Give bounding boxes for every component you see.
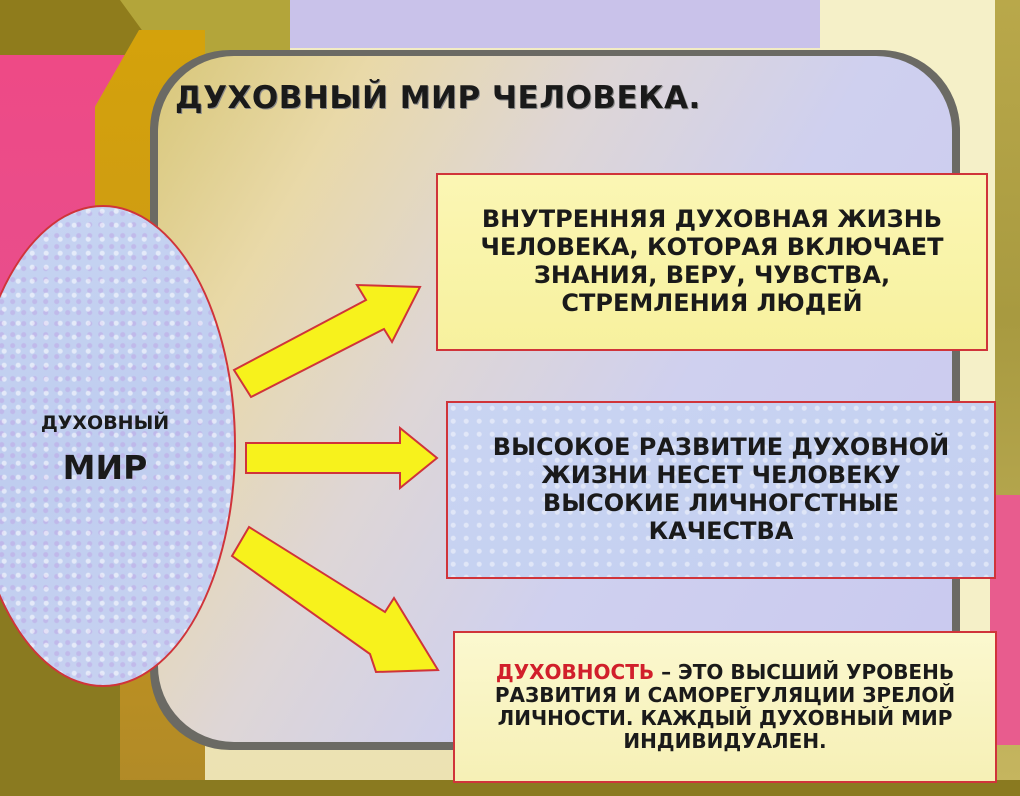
definition-text-high-development: ВЫСОКОЕ РАЗВИТИЕ ДУХОВНОЙ ЖИЗНИ НЕСЕТ ЧЕ…: [492, 433, 950, 545]
term-highlight: ДУХОВНОСТЬ: [495, 659, 655, 684]
background-lavender-band: [270, 0, 830, 48]
central-ellipse: [0, 205, 236, 687]
definition-text-inner-life: ВНУТРЕННЯЯ ДУХОВНАЯ ЖИЗНЬ ЧЕЛОВЕКА, КОТО…: [480, 205, 944, 317]
ellipse-label-line2: МИР: [62, 448, 148, 487]
definition-box-high-development: ВЫСОКОЕ РАЗВИТИЕ ДУХОВНОЙ ЖИЗНИ НЕСЕТ ЧЕ…: [446, 401, 996, 579]
definition-text-spirituality: ДУХОВНОСТЬ – ЭТО ВЫСШИЙ УРОВЕНЬ РАЗВИТИЯ…: [494, 659, 956, 754]
definition-box-inner-life: ВНУТРЕННЯЯ ДУХОВНАЯ ЖИЗНЬ ЧЕЛОВЕКА, КОТО…: [436, 173, 988, 351]
term-definition: – ЭТО ВЫСШИЙ УРОВЕНЬ РАЗВИТИЯ И САМОРЕГУ…: [494, 659, 956, 754]
definition-box-spirituality: ДУХОВНОСТЬ – ЭТО ВЫСШИЙ УРОВЕНЬ РАЗВИТИЯ…: [453, 631, 997, 783]
ellipse-label-line1: ДУХОВНЫЙ: [40, 412, 170, 434]
background-bottom-band: [0, 780, 1020, 796]
slide-title: ДУХОВНЫЙ МИР ЧЕЛОВЕКА.: [175, 80, 701, 116]
